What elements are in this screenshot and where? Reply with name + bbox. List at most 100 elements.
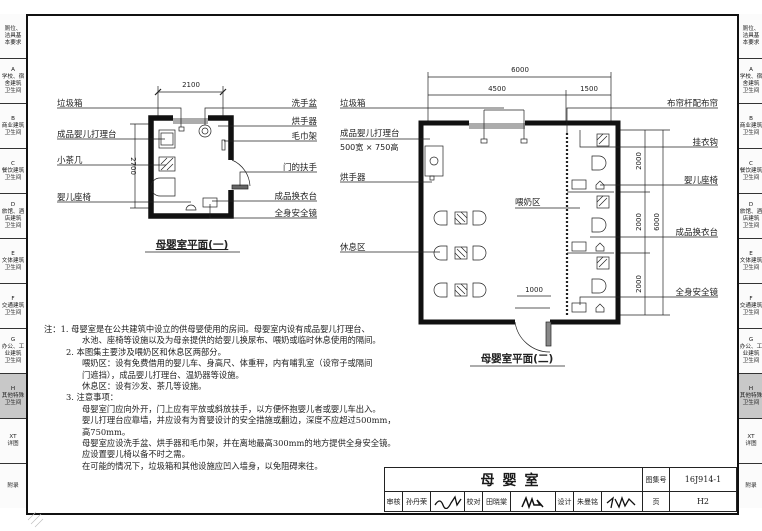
- section-tab-label: 餐饮建筑: [1, 167, 25, 174]
- note-line: 应设置婴儿椅以备不时之需。: [82, 449, 190, 460]
- plan2-label-baby-table: 成品婴儿打理台: [340, 128, 400, 139]
- plan2-dim-total: 6000: [511, 66, 529, 74]
- note-line: 3. 注意事项：: [66, 392, 119, 403]
- plan1-label-mirror: 全身安全镜: [274, 208, 317, 219]
- section-tab-label: 舍建筑: [4, 81, 22, 87]
- plan2-label-rest-area: 休息区: [340, 242, 366, 253]
- section-tab[interactable]: 附录: [738, 464, 762, 508]
- plan2-dim-right-1: 2000: [635, 152, 643, 170]
- plan2-drawing: [340, 72, 718, 353]
- baby-seat: [595, 303, 605, 313]
- note-line: 水池、座椅等设施以及为母亲提供的给婴儿换尿布、喂奶或临时休息使用的隔间。: [82, 335, 381, 346]
- section-tab[interactable]: 厕位、洁具基本要求: [0, 14, 26, 59]
- plan2-dim-right-2: 2000: [635, 213, 643, 231]
- section-tab-label: 本要求: [742, 39, 760, 46]
- section-tab-code: H: [748, 385, 754, 392]
- compartment-table-hatch: [596, 195, 608, 207]
- section-tab-code: E: [11, 250, 15, 257]
- section-tab-label: 卫生间: [4, 174, 22, 181]
- section-tab-label: 卫生间: [4, 223, 22, 229]
- sofa-chair-right: [472, 245, 487, 261]
- drawing-frame: [26, 14, 739, 515]
- section-tab-label: 办公、工: [739, 344, 762, 350]
- section-tab-code: A: [11, 67, 15, 73]
- section-tab-code: A: [749, 67, 753, 73]
- note-line: 休息区：设有沙发、茶几等设施。: [82, 381, 207, 392]
- atlas-label: 图集号: [643, 468, 670, 492]
- section-tab[interactable]: 附录: [0, 464, 26, 508]
- section-tab-code: D: [10, 202, 16, 208]
- reviewer-name: 孙丹荣: [403, 492, 431, 512]
- plan1-dim-depth: 2700: [129, 157, 137, 175]
- section-tab-label: 办公、工: [1, 344, 25, 350]
- changing-table: [571, 302, 587, 313]
- section-tab-label: 舍建筑: [742, 81, 760, 87]
- section-tab-label: 附录: [745, 482, 757, 489]
- section-tab-code: XT: [9, 434, 17, 440]
- section-tab[interactable]: 厕位、洁具基本要求: [738, 14, 762, 59]
- section-tab-label: 卫生间: [742, 88, 760, 94]
- compartment-table-hatch: [596, 256, 608, 268]
- plan1-label-changing-table: 成品换衣台: [274, 191, 317, 202]
- section-tab-label: 厕位、: [742, 25, 760, 32]
- sofa-chair-right: [472, 282, 487, 298]
- section-tab-label: 卫生间: [4, 399, 22, 406]
- plan1-label-tea-table: 小茶几: [57, 155, 83, 166]
- section-tab-label: 卫生间: [742, 129, 760, 136]
- plan2-label-curtain: 布帘杆配布帘: [667, 98, 718, 109]
- nursing-chair: [591, 278, 607, 294]
- section-tab-label: 商业建筑: [1, 122, 25, 129]
- section-tab-code: C: [749, 160, 753, 167]
- page-label: 页: [643, 492, 670, 512]
- section-tab-label: 学校、宿: [1, 74, 25, 80]
- plan1-label-towel-rack: 毛巾架: [291, 131, 317, 142]
- plan2-dim-a: 4500: [488, 85, 506, 93]
- section-tab-label: 详图: [745, 441, 757, 447]
- section-tab-code: F: [11, 295, 15, 302]
- plan2-dim-right-3: 2000: [635, 275, 643, 293]
- section-tab-label: 洁具基: [742, 32, 760, 39]
- plan2-label-changing-table: 成品换衣台: [675, 227, 718, 238]
- section-tab-label: 卫生间: [4, 129, 22, 136]
- section-tab-label: 卫生间: [742, 358, 760, 364]
- section-tab-label: 文体建筑: [739, 257, 762, 264]
- section-tab-label: 卫生间: [4, 88, 22, 94]
- checker-name: 田晓棠: [483, 492, 511, 512]
- section-tab-label: 详图: [7, 441, 19, 447]
- changing-table: [571, 241, 587, 252]
- corner-mark: [27, 511, 44, 528]
- section-tab-label: 业建筑: [742, 351, 760, 357]
- checker-signature: [511, 492, 556, 512]
- section-tab-label: 卫生间: [742, 309, 760, 316]
- sofa-chair-left: [433, 282, 448, 298]
- plan2-label-hook: 挂衣钩: [692, 137, 718, 148]
- section-tab-label: 洁具基: [4, 32, 22, 39]
- review-label: 审核: [385, 492, 403, 512]
- plan2-label-trash: 垃圾箱: [340, 98, 366, 109]
- note-line: 婴儿打理台应靠墙，并应设有为育婴设计的安全措施或翻边，深度不应超过500mm，: [82, 415, 396, 426]
- sofa-chair-left: [433, 210, 448, 226]
- section-tab-code: G: [748, 337, 754, 343]
- section-tab-code: D: [748, 202, 754, 208]
- note-line: 门遮挡），成品婴儿打理台、温奶器等设施。: [82, 369, 244, 380]
